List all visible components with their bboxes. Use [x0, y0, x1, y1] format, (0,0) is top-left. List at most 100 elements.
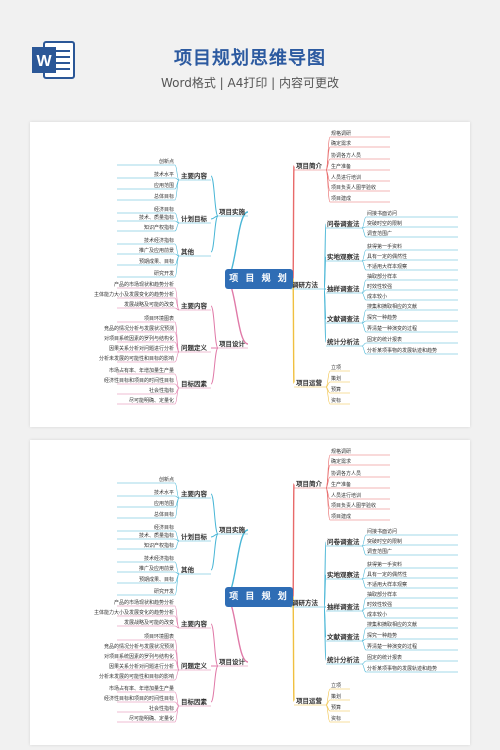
- leaf-item: 抽取部分样本: [367, 592, 398, 598]
- sub-connector: [210, 533, 219, 538]
- branch-connector: [292, 483, 295, 598]
- leaf-item: 突破时空的限制: [367, 221, 403, 227]
- leaf-item: 创新点: [158, 477, 174, 483]
- item-connector: [174, 669, 180, 681]
- item-connector: [174, 164, 180, 181]
- item-connector: [361, 627, 367, 642]
- item-connector: [361, 342, 367, 347]
- sub-branch-label: 统计分析法: [327, 338, 360, 346]
- branch-label-right: 调研方法: [292, 599, 318, 607]
- leaf-item: 人员进行培训: [331, 175, 362, 181]
- branch-connector: [292, 596, 295, 702]
- item-connector: [325, 476, 331, 489]
- item-connector: [361, 322, 367, 333]
- leaf-item: 预算: [331, 705, 342, 711]
- leaf-item: 经济性目标和项目的时间性目标: [103, 696, 174, 702]
- leaf-item: 预算: [331, 387, 342, 393]
- sub-branch-label: 主要内容: [181, 172, 207, 180]
- leaf-item: 人员进行培训: [331, 493, 362, 499]
- leaf-item: 技术水平: [153, 172, 174, 178]
- leaf-item: 弄清楚一种演变的过程: [367, 644, 418, 650]
- leaf-item: 推广及应用前景: [138, 248, 174, 254]
- sub-connector: [210, 215, 219, 220]
- leaf-item: 立项: [331, 683, 342, 689]
- leaf-item: 确定需求: [331, 141, 352, 147]
- sub-branch-label: 实地观察法: [327, 571, 360, 579]
- mindmap-page-2: 项目实施主要内容创新点技术水平应用范围总体目标计划目标经济目标技术、质量指标知识…: [30, 440, 470, 745]
- sub-branch-label: 主要内容: [181, 302, 207, 310]
- item-connector: [174, 497, 180, 519]
- sub-connector: [210, 623, 219, 667]
- leaf-item: 市场占有率、年增加量生产量: [108, 368, 174, 374]
- item-connector: [174, 220, 180, 224]
- item-connector: [361, 292, 367, 301]
- leaf-item: 对项目系统因素的罗列与结构化: [103, 336, 174, 342]
- branch-label-right: 项目运营: [296, 379, 322, 387]
- leaf-item: 研究开发: [153, 589, 174, 595]
- leaf-item: 具有一定的偶然性: [367, 254, 408, 260]
- sub-branch-label: 问卷调查法: [327, 220, 360, 228]
- leaf-item: 搜集和摘取相应的文献: [367, 622, 418, 628]
- item-connector: [361, 545, 367, 556]
- leaf-item: 获得第一手资料: [367, 562, 403, 568]
- sub-branch-label: 文献调查法: [327, 633, 360, 641]
- leaf-item: 主体能力大小及发展变化的趋势分析: [93, 292, 174, 298]
- item-connector: [174, 179, 180, 201]
- leaf-item: 社会性指标: [148, 706, 174, 712]
- item-connector: [174, 222, 180, 232]
- leaf-item: 规格调研: [331, 131, 352, 137]
- sub-connector: [210, 347, 219, 385]
- leaf-item: 产品的市场现状和趋势分析: [113, 282, 174, 288]
- leaf-item: 尽可能明确、定量化: [128, 716, 174, 722]
- sub-branch-label: 其他: [181, 248, 194, 256]
- sub-branch-label: 抽样调查法: [327, 603, 360, 611]
- leaf-item: 推广及应用前景: [138, 566, 174, 572]
- item-connector: [361, 249, 367, 262]
- leaf-item: 分析未发展的可能性和目标的影响: [98, 674, 174, 680]
- sub-connector: [210, 305, 219, 349]
- branch-label-right: 项目运营: [296, 697, 322, 705]
- leaf-item: 项目建成: [331, 514, 352, 520]
- item-connector: [325, 386, 331, 405]
- leaf-item: 尽可能明确、定量化: [128, 398, 174, 404]
- sub-connector: [210, 493, 219, 535]
- item-connector: [174, 212, 180, 224]
- leaf-item: 突破时空的限制: [367, 539, 403, 545]
- item-connector: [325, 169, 331, 203]
- leaf-item: 研究开发: [153, 271, 174, 277]
- item-connector: [174, 530, 180, 542]
- leaf-item: 生产准备: [331, 164, 352, 170]
- leaf-item: 资标: [331, 398, 342, 404]
- item-connector: [361, 216, 367, 229]
- leaf-item: 项目负责人图学验收: [331, 185, 377, 191]
- leaf-item: 应用范围: [153, 501, 174, 507]
- leaf-item: 间接书面访问: [367, 529, 398, 535]
- item-connector: [361, 260, 367, 271]
- item-connector: [174, 255, 180, 278]
- item-connector: [361, 534, 367, 547]
- sub-connector: [323, 288, 327, 343]
- leaf-item: 预期成果、目标: [138, 259, 174, 265]
- item-connector: [174, 307, 180, 311]
- page-subtitle: Word格式 | A4打印 | 内容可更改: [160, 76, 340, 90]
- leaf-item: 总体目标: [153, 512, 174, 518]
- leaf-item: 分析未发展的可能性和目标的影响: [98, 356, 174, 362]
- leaf-item: 确定需求: [331, 459, 352, 465]
- leaf-item: 协调各方人员: [331, 471, 362, 477]
- item-connector: [174, 538, 180, 542]
- leaf-item: 时效性较强: [367, 602, 393, 608]
- leaf-item: 预期成果、目标: [138, 577, 174, 583]
- page-title: 项目规划思维导图: [174, 48, 326, 69]
- item-connector: [361, 607, 367, 612]
- leaf-item: 对项目系统因素的罗列与结构化: [103, 654, 174, 660]
- leaf-item: 项目环境图表: [143, 634, 174, 640]
- leaf-item: 策划: [331, 376, 342, 382]
- leaf-item: 经济性目标和项目的时间性目标: [103, 378, 174, 384]
- item-connector: [325, 158, 331, 171]
- word-doc-icon: W: [32, 41, 75, 79]
- sub-branch-label: 主要内容: [181, 490, 207, 498]
- branch-label-left: 项目实施: [219, 526, 245, 534]
- leaf-item: 技术、质量指标: [138, 533, 174, 539]
- leaf-item: 项目负责人图学验收: [331, 503, 377, 509]
- leaf-item: 调查范围广: [367, 231, 393, 237]
